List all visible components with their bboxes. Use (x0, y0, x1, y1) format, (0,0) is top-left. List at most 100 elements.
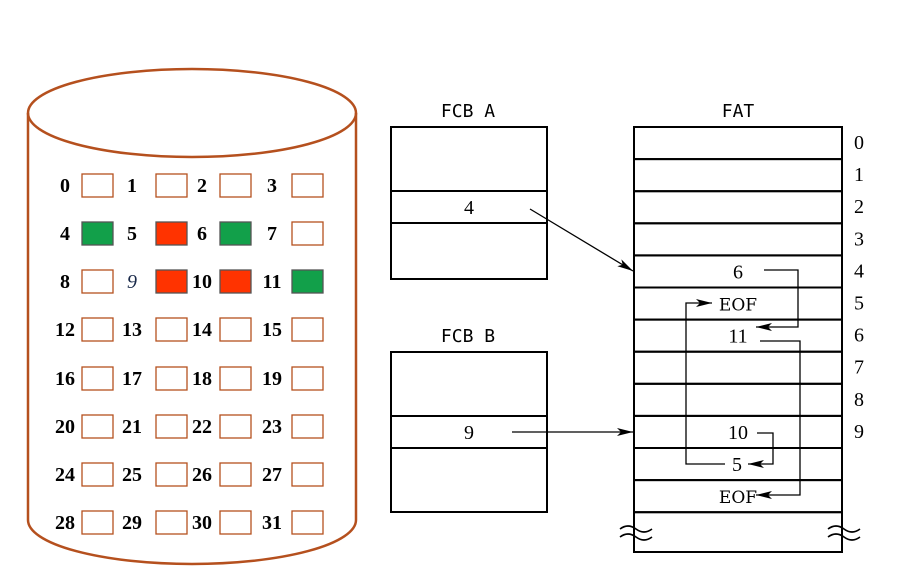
break-mark-left (619, 525, 653, 541)
disk-block-number: 11 (263, 271, 282, 293)
fat-row-index: 8 (854, 389, 864, 411)
disk-block-number: 19 (262, 368, 282, 390)
break-mark-right (827, 525, 861, 541)
disk-block-number: 10 (192, 271, 212, 293)
disk-block-number: 9 (127, 271, 137, 293)
disk-block-number: 2 (197, 175, 207, 197)
arrow-fcb-a-to-fat-4 (529, 208, 634, 272)
fat-entry-value: 10 (728, 422, 748, 444)
disk-block-red (219, 269, 252, 294)
disk-block-free (81, 269, 114, 294)
disk-block-free (291, 510, 324, 535)
disk-block-number: 20 (55, 416, 75, 438)
fat-row (633, 350, 843, 385)
disk-block-number: 6 (197, 223, 207, 245)
fcb-a-title: FCB A (441, 101, 495, 122)
disk-block-number: 4 (60, 223, 70, 245)
disk-block-number: 26 (192, 464, 212, 486)
disk-block-free (155, 414, 188, 439)
fcb-b-start-block: 9 (464, 422, 474, 444)
fat-row (633, 158, 843, 193)
disk-block-free (155, 366, 188, 391)
disk-block-free (81, 173, 114, 198)
disk-block-free (291, 462, 324, 487)
disk-block-number: 14 (192, 319, 212, 341)
cylinder-body (26, 113, 358, 566)
disk-block-number: 25 (122, 464, 142, 486)
fcb-a-box (390, 126, 548, 280)
disk-block-free (291, 173, 324, 198)
disk-block-number: 21 (122, 416, 142, 438)
fat-entry-value: 5 (732, 454, 742, 476)
fcb-a-start-block: 4 (464, 197, 474, 219)
disk-block-number: 15 (262, 319, 282, 341)
fat-row-index: 0 (854, 132, 864, 154)
disk-block-free (81, 510, 114, 535)
fat-row (633, 511, 843, 554)
arrow-fat-9-to-10 (748, 432, 774, 468)
disk-block-free (155, 462, 188, 487)
fat-row (633, 222, 843, 257)
disk-block-free (219, 317, 252, 342)
fat-row-index: 3 (854, 228, 864, 250)
disk-block-free (291, 414, 324, 439)
disk-block-free (81, 366, 114, 391)
disk-block-green (291, 269, 324, 294)
disk-block-green (219, 221, 252, 246)
disk-block-red (155, 221, 188, 246)
fat-row-index: 9 (854, 421, 864, 443)
fat-row (633, 126, 843, 161)
disk-block-number: 13 (122, 319, 142, 341)
disk-block-number: 29 (122, 512, 142, 534)
disk-block-number: 31 (262, 512, 282, 534)
fat-row-index: 6 (854, 325, 864, 347)
fat-row-index: 5 (854, 293, 864, 315)
disk-block-free (219, 414, 252, 439)
disk-block-free (81, 317, 114, 342)
disk-block-free (81, 462, 114, 487)
arrow-fat-10-to-5 (685, 299, 725, 465)
disk-block-free (291, 317, 324, 342)
fat-row (633, 382, 843, 417)
fcb-b: FCB B 9 (390, 326, 548, 513)
disk-block-free (81, 414, 114, 439)
disk-block-number: 30 (192, 512, 212, 534)
disk-block-number: 1 (127, 175, 137, 197)
disk-block-red (155, 269, 188, 294)
disk-block-number: 17 (122, 368, 142, 390)
arrow-fat-4-to-6 (756, 269, 799, 331)
fat-entry-value: EOF (719, 488, 757, 508)
disk-block-green (81, 221, 114, 246)
disk-block-number: 8 (60, 271, 70, 293)
disk-block-number: 7 (267, 223, 277, 245)
disk-block-number: 5 (127, 223, 137, 245)
disk-block-free (219, 173, 252, 198)
disk-block-free (291, 366, 324, 391)
arrow-fat-6-to-11 (756, 340, 801, 499)
disk-block-number: 28 (55, 512, 75, 534)
disk-block-number: 18 (192, 368, 212, 390)
disk-block-free (155, 317, 188, 342)
fat-entry-value: 6 (733, 261, 743, 283)
fcb-b-title: FCB B (441, 326, 495, 347)
fat-row-index: 4 (854, 260, 864, 282)
disk-block-free (219, 366, 252, 391)
disk-block-free (155, 510, 188, 535)
disk-block-number: 24 (55, 464, 75, 486)
disk-block-number: 22 (192, 416, 212, 438)
fat-row (633, 190, 843, 225)
disk-block-number: 16 (55, 368, 75, 390)
disk-block-number: 12 (55, 319, 75, 341)
fat-row-index: 2 (854, 196, 864, 218)
fat-row-index: 1 (854, 164, 864, 186)
disk-block-free (219, 462, 252, 487)
disk-block-number: 3 (267, 175, 277, 197)
fat-row-index: 7 (854, 357, 864, 379)
cylinder-top (26, 67, 358, 159)
fat-entry-value: 11 (728, 326, 747, 348)
